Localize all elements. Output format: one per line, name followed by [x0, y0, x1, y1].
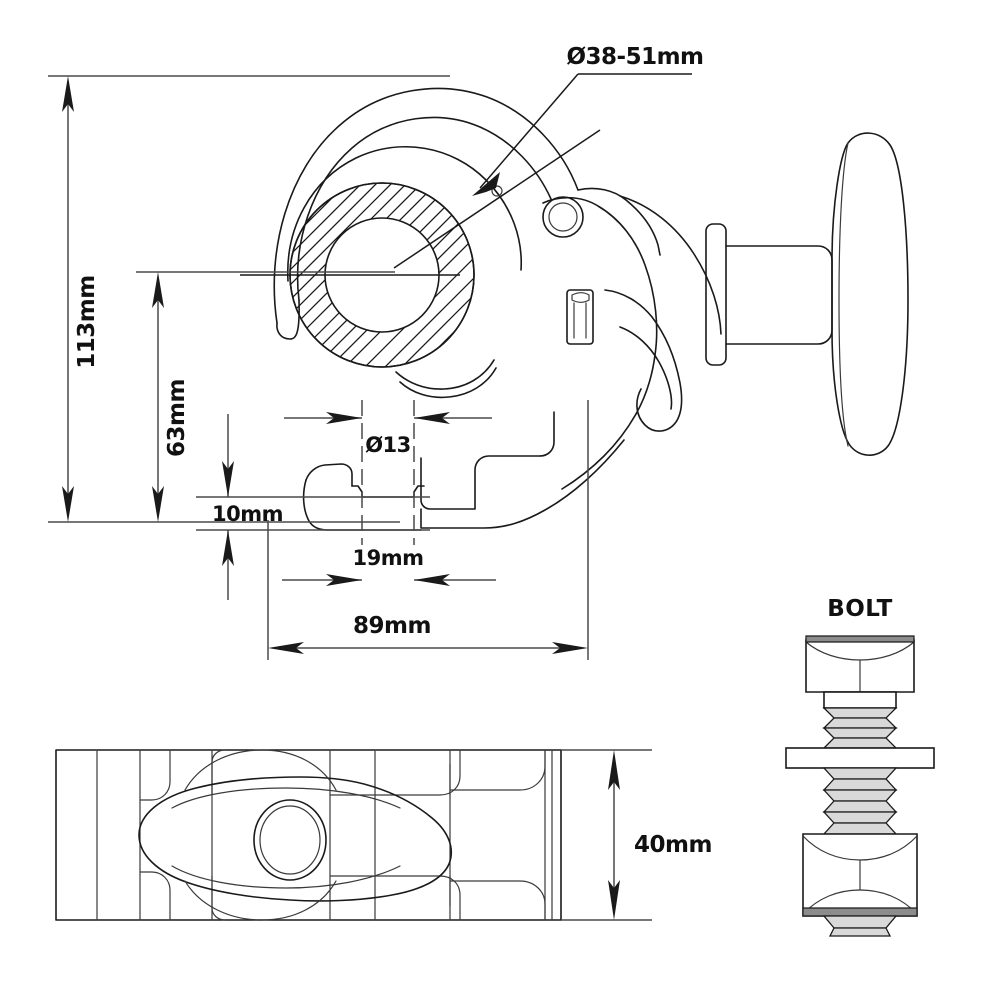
clamp-jaw-tip: [276, 299, 300, 340]
bolt-nut: [802, 833, 918, 917]
bottom-view-hole-outer: [253, 799, 327, 881]
clamp-inner-wrap: [287, 145, 523, 282]
hole-centre-lines: [361, 400, 415, 545]
butterfly-plate: [138, 776, 453, 902]
butterfly-arc-bottom: [184, 880, 337, 921]
dimension-hole-13: Ø13: [284, 412, 492, 457]
bottom-view-outline: [55, 749, 562, 921]
clamp-lever-arm-inner: [619, 326, 673, 410]
dimension-10mm: 10mm: [196, 414, 430, 600]
dimension-113mm-label: 113mm: [74, 275, 100, 368]
bolt-thread-upper: [822, 707, 898, 749]
dimension-40mm-label: 40mm: [634, 832, 712, 858]
section-hatching: [290, 183, 474, 367]
butterfly-arc-top: [184, 749, 337, 791]
bottom-step-upper-right: [449, 749, 546, 791]
dimension-89mm-label: 89mm: [353, 613, 431, 639]
bolt-title: BOLT: [827, 596, 893, 622]
dimension-19mm: 19mm: [282, 546, 496, 586]
clamp-body-top-sweep: [619, 195, 722, 335]
clamp-upper-jaw: [273, 87, 579, 324]
foot-left-tab: [305, 463, 353, 487]
tube-section: [289, 182, 475, 368]
dimension-hole-13-label: Ø13: [365, 433, 411, 457]
clamp-lower-lip-inner: [399, 367, 497, 399]
mount-foot-outline: [420, 455, 541, 510]
small-nib: [491, 185, 503, 197]
front-view: 113mm 63mm 10mm: [48, 44, 909, 660]
dimension-89mm: 89mm: [267, 400, 589, 660]
butterfly-plate-inner: [171, 787, 401, 809]
dimension-19mm-label: 19mm: [353, 546, 424, 570]
dimension-63mm-label: 63mm: [164, 379, 190, 457]
bottom-view-hole-inner: [259, 805, 321, 875]
clamp-lever-arm: [604, 289, 683, 432]
bottom-step-upper-left: [139, 749, 171, 801]
bolt-thread-lower: [822, 767, 898, 835]
t-handle-knob: [831, 132, 909, 456]
bolt-washer: [785, 747, 935, 769]
foot-notch-left: [351, 485, 425, 498]
handle-flange: [705, 223, 727, 366]
bottom-step-lower-left: [139, 871, 171, 921]
pivot-boss-outer: [542, 196, 584, 238]
pin-slot-detail: [566, 289, 594, 345]
mount-foot-right: [539, 411, 555, 457]
dimension-40mm: 40mm: [561, 749, 712, 921]
dimension-bore-38-51: Ø38-51mm: [240, 44, 704, 276]
bottom-step-upper-mid: [329, 749, 461, 796]
dimension-63mm: 63mm: [136, 271, 395, 522]
bolt-collar: [823, 691, 897, 709]
dimension-bore-label: Ø38-51mm: [566, 44, 703, 70]
dimension-10mm-label: 10mm: [212, 502, 283, 526]
bottom-view-rib-lines: [96, 749, 553, 921]
butterfly-plate-inner-lower: [171, 865, 401, 889]
bolt-detail: BOLT: [785, 596, 935, 937]
bolt-head: [805, 635, 915, 693]
clamp-body-outline: [577, 187, 661, 256]
dimension-113mm: 113mm: [48, 75, 450, 523]
bottom-step-lower-right: [449, 880, 546, 921]
clamp-body-right: [542, 196, 658, 415]
t-handle-knob-edge: [838, 142, 849, 447]
clamp-lower-lip: [395, 359, 495, 390]
bolt-tip-thread: [822, 915, 898, 937]
handle-shaft: [725, 245, 833, 345]
bottom-view: 40mm: [55, 749, 712, 921]
mount-foot-lower-curve: [420, 439, 625, 529]
pivot-boss-inner: [548, 202, 578, 232]
clamp-body-lower-right: [561, 413, 637, 490]
